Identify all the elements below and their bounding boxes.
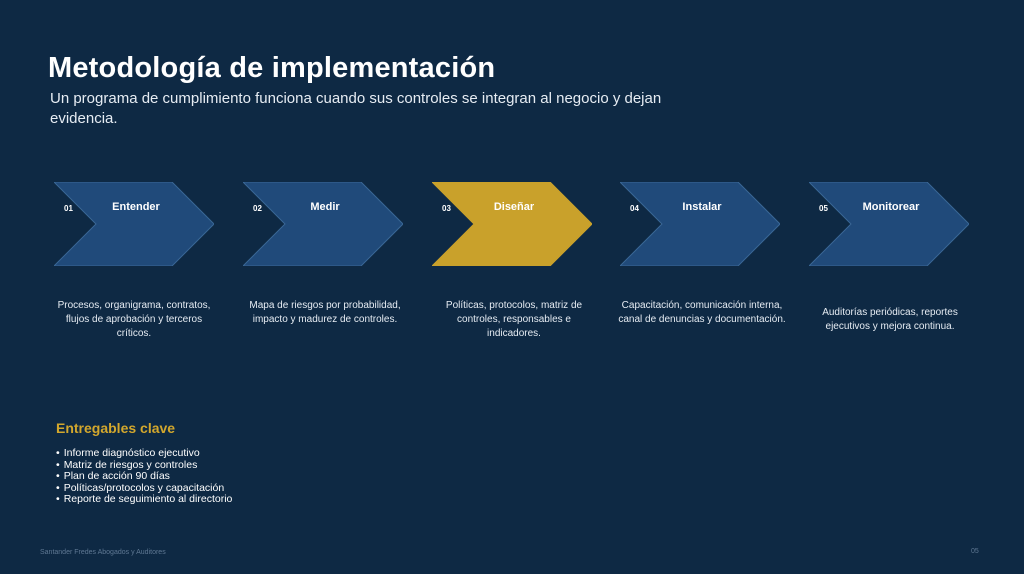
step-disenar: 03 Diseñar: [432, 182, 592, 266]
page-number: 05: [971, 548, 979, 555]
list-item: Políticas/protocolos y capacitación: [56, 482, 232, 495]
step-number: 05: [819, 204, 828, 213]
footer-company: Santander Fredes Abogados y Auditores: [40, 549, 166, 556]
chevron-shape: [243, 182, 403, 266]
step-description: Capacitación, comunicación interna, cana…: [618, 300, 786, 325]
chevron-shape: [809, 182, 969, 266]
step-number: 01: [64, 204, 73, 213]
chevron-shape: [620, 182, 780, 266]
chevron-shape: [432, 182, 592, 266]
chevron-fill: [243, 182, 403, 266]
step-label: Entender: [112, 201, 160, 213]
step-label: Instalar: [682, 201, 722, 213]
list-item: Plan de acción 90 días: [56, 470, 232, 483]
step-medir: 02 Medir: [243, 182, 403, 266]
step-entender: 01 Entender: [54, 182, 214, 266]
step-number: 03: [442, 204, 451, 213]
step-label: Medir: [310, 201, 340, 213]
deliverables-list: Informe diagnóstico ejecutivo Matriz de …: [56, 447, 233, 506]
step-monitorear: 05 Monitorear: [809, 182, 969, 266]
step-instalar: 04 Instalar: [620, 182, 780, 266]
chevron-fill: [809, 182, 969, 266]
step-label: Diseñar: [493, 201, 535, 213]
chevron-shape: [54, 182, 214, 266]
step-label: Monitorear: [862, 201, 920, 213]
step-description: Auditorías periódicas, reportes ejecutiv…: [822, 307, 958, 332]
chevron-fill: [432, 182, 592, 266]
chevron-fill: [54, 182, 214, 266]
list-item: Reporte de seguimiento al directorio: [56, 493, 233, 506]
list-item: Informe diagnóstico ejecutivo: [56, 447, 232, 460]
chevron-fill: [620, 182, 780, 266]
list-item: Matriz de riesgos y controles: [56, 459, 232, 472]
step-number: 04: [630, 204, 639, 213]
step-description: Procesos, organigrama, contratos, flujos…: [57, 300, 211, 339]
step-description: Mapa de riesgos por probabilidad, impact…: [249, 300, 401, 325]
deliverables-title: Entregables clave: [56, 420, 176, 436]
slide-subtitle: Un programa de cumplimiento funciona cua…: [50, 90, 662, 127]
step-number: 02: [253, 204, 262, 213]
slide-title: Metodología de implementación: [48, 52, 496, 84]
step-description: Políticas, protocolos, matriz de control…: [445, 300, 583, 339]
